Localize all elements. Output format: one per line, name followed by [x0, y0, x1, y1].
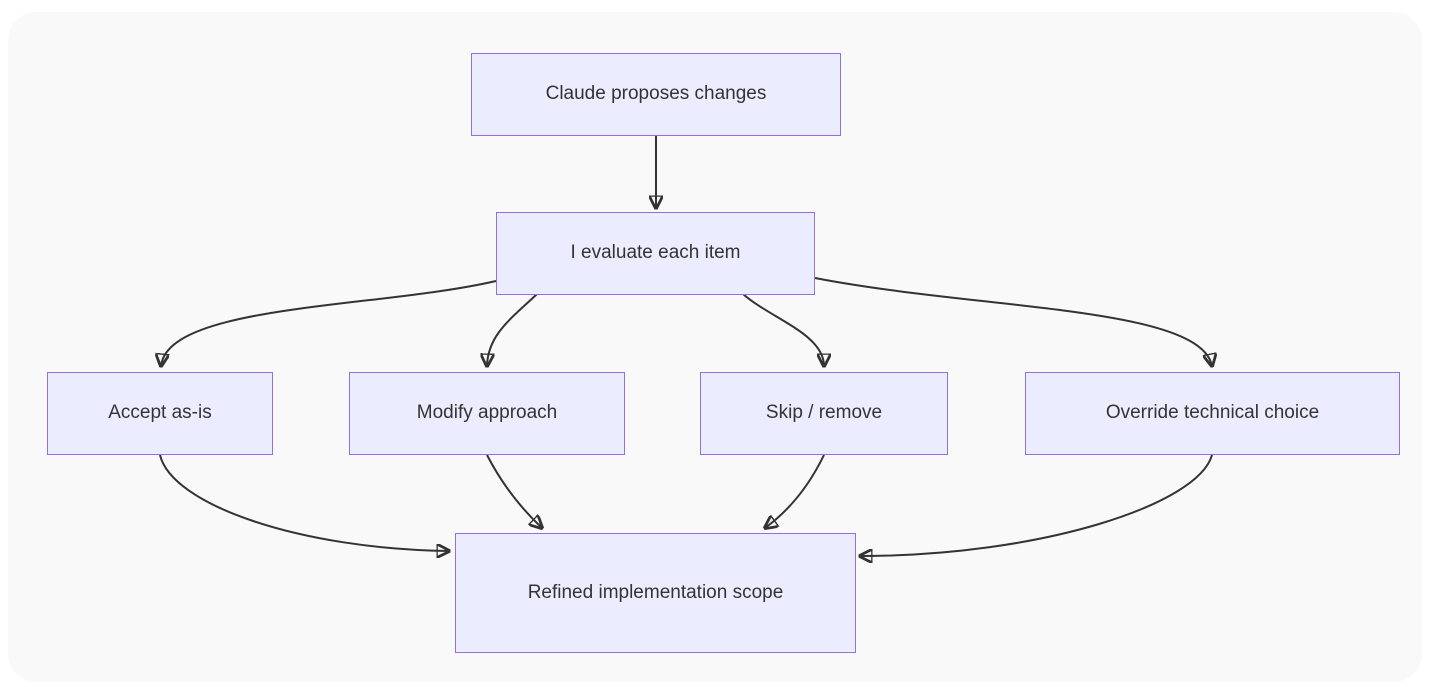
- node-label: Accept as-is: [108, 402, 212, 424]
- node-refined-implementation-scope: Refined implementation scope: [455, 533, 856, 653]
- node-i-evaluate-each-item: I evaluate each item: [496, 212, 815, 295]
- node-modify-approach: Modify approach: [349, 372, 625, 455]
- node-label: I evaluate each item: [570, 242, 741, 264]
- node-label: Modify approach: [416, 402, 558, 424]
- node-label: Override technical choice: [1105, 402, 1320, 424]
- node-accept-as-is: Accept as-is: [47, 372, 273, 455]
- node-label: Claude proposes changes: [545, 83, 767, 105]
- node-skip-remove: Skip / remove: [700, 372, 948, 455]
- node-label: Skip / remove: [765, 402, 883, 424]
- node-label: Refined implementation scope: [527, 582, 784, 603]
- node-claude-proposes-changes: Claude proposes changes: [471, 53, 841, 136]
- node-override-technical-choice: Override technical choice: [1025, 372, 1400, 455]
